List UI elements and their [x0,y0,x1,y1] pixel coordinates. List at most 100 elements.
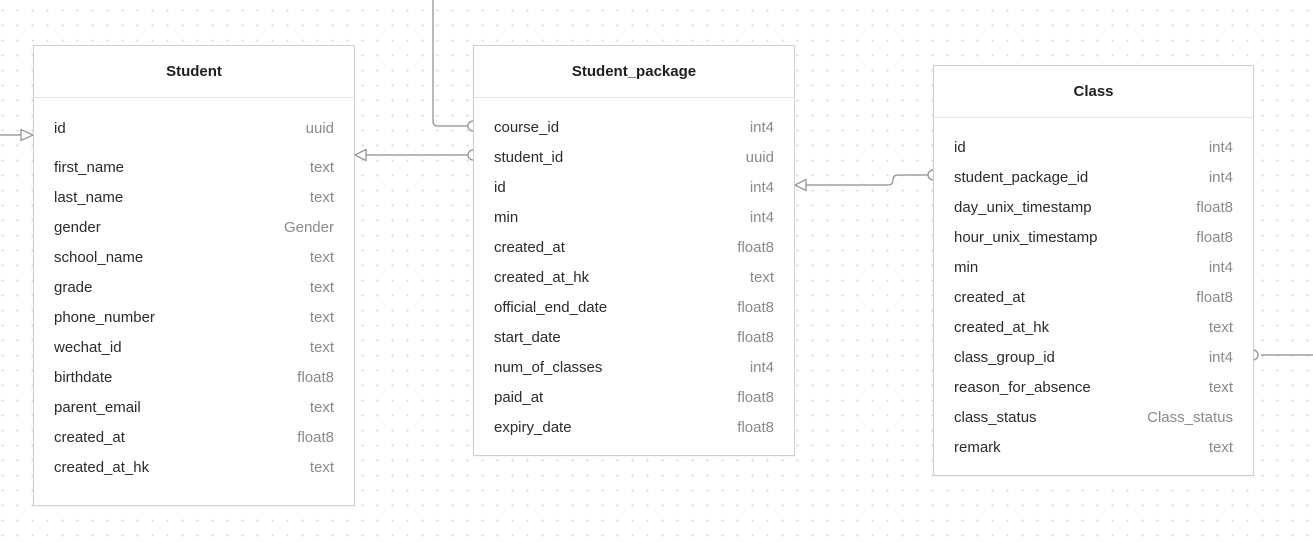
column-type: text [749,268,774,286]
crow-student-id [467,149,474,161]
column-name: student_id [494,148,564,166]
column-type: text [309,458,334,476]
column-type: float8 [737,328,774,346]
column-name: first_name [54,158,125,176]
student-table-title: Student [34,46,354,98]
student-package-column-student-id[interactable]: student_id uuid [474,142,794,172]
connector-package-id-to-package [806,174,929,186]
student-column-gender[interactable]: gender Gender [34,212,354,242]
column-name: school_name [54,248,144,266]
student-column-wechat-id[interactable]: wechat_id text [34,332,354,362]
student-package-column-num-of-classes[interactable]: num_of_classes int4 [474,352,794,382]
class-column-class-group-id[interactable]: class_group_id int4 [934,342,1253,372]
student-package-column-official-end-date[interactable]: official_end_date float8 [474,292,794,322]
column-name: day_unix_timestamp [954,198,1092,216]
column-name: created_at [54,428,125,446]
column-name: remark [954,438,1001,456]
column-type: float8 [737,388,774,406]
column-type: int4 [1208,348,1233,366]
column-type: Class_status [1147,408,1233,426]
column-type: float8 [297,428,334,446]
student-package-column-created-at-hk[interactable]: created_at_hk text [474,262,794,292]
column-type: uuid [745,148,774,166]
column-name: min [494,208,519,226]
class-column-class-status[interactable]: class_status Class_status [934,402,1253,432]
column-type: int4 [749,358,774,376]
column-type: int4 [1208,168,1233,186]
column-name: class_group_id [954,348,1055,366]
arrowhead-student-id-right [353,148,367,162]
column-name: gender [54,218,101,236]
student-column-grade[interactable]: grade text [34,272,354,302]
column-name: class_status [954,408,1037,426]
column-type: text [309,338,334,356]
arrowhead-package-id [793,178,807,192]
column-name: parent_email [54,398,141,416]
column-type: float8 [1196,288,1233,306]
column-type: text [309,188,334,206]
column-type: text [1208,438,1233,456]
column-name: official_end_date [494,298,608,316]
student-package-column-course-id[interactable]: course_id int4 [474,112,794,142]
column-type: int4 [749,208,774,226]
student-column-created-at[interactable]: created_at float8 [34,422,354,452]
student-package-column-min[interactable]: min int4 [474,202,794,232]
student-column-parent-email[interactable]: parent_email text [34,392,354,422]
column-type: int4 [749,118,774,136]
student-column-last-name[interactable]: last_name text [34,182,354,212]
column-name: num_of_classes [494,358,603,376]
column-name: last_name [54,188,124,206]
column-type: text [309,398,334,416]
student-package-column-created-at[interactable]: created_at float8 [474,232,794,262]
column-name: id [494,178,506,196]
column-name: created_at_hk [494,268,590,286]
column-type: float8 [737,298,774,316]
column-name: phone_number [54,308,155,326]
column-type: Gender [283,218,334,236]
column-type: text [309,248,334,266]
class-column-remark[interactable]: remark text [934,432,1253,462]
column-name: grade [54,278,93,296]
column-name: hour_unix_timestamp [954,228,1098,246]
column-type: uuid [305,119,334,137]
column-name: student_package_id [954,168,1089,186]
column-name: created_at_hk [954,318,1050,336]
column-type: float8 [1196,198,1233,216]
class-table-title: Class [934,66,1253,118]
column-type: float8 [737,238,774,256]
class-column-day-unix-timestamp[interactable]: day_unix_timestamp float8 [934,192,1253,222]
student-package-column-paid-at[interactable]: paid_at float8 [474,382,794,412]
column-type: int4 [1208,258,1233,276]
crow-class-group-id [1252,349,1259,361]
column-name: wechat_id [54,338,122,356]
class-column-student-package-id[interactable]: student_package_id int4 [934,162,1253,192]
student-column-school-name[interactable]: school_name text [34,242,354,272]
column-name: paid_at [494,388,544,406]
column-type: text [309,278,334,296]
column-name: course_id [494,118,560,136]
column-name: created_at [494,238,565,256]
arrowhead-student-id-left [20,128,35,142]
column-name: birthdate [54,368,113,386]
